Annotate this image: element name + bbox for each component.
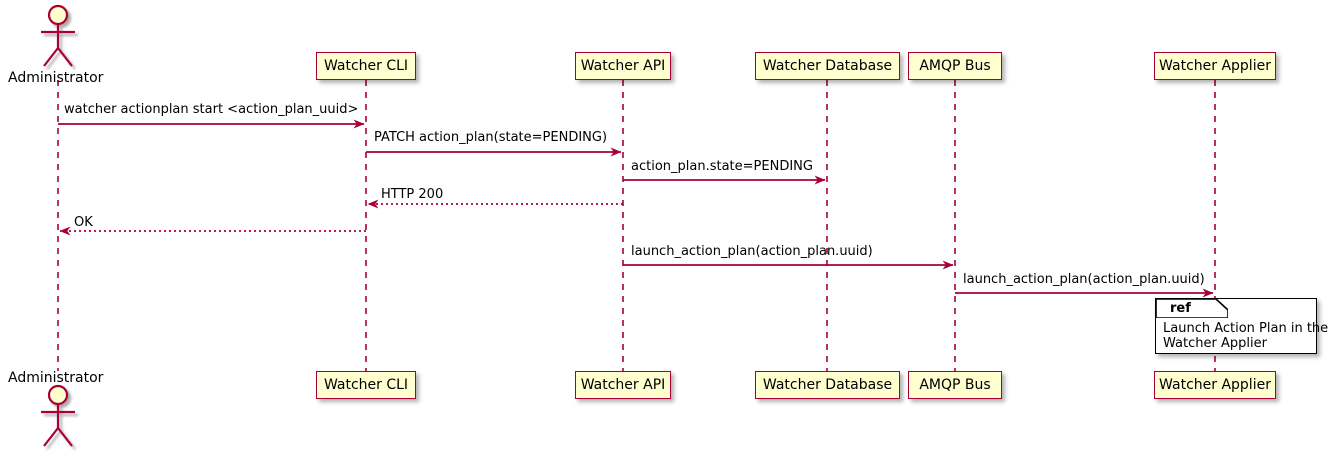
- actor-administrator-top-icon: [41, 4, 75, 67]
- message-label-launch-action-plan-api-to-bus: launch_action_plan(action_plan.uuid): [631, 244, 873, 259]
- participant-label: Watcher Applier: [1159, 58, 1271, 74]
- participant-box-watcher-applier-top[interactable]: Watcher Applier: [1154, 52, 1276, 80]
- participant-label: Watcher CLI: [323, 377, 409, 393]
- message-label-action-plan-state-pending: action_plan.state=PENDING: [631, 159, 813, 174]
- actor-label-administrator-top: Administrator: [8, 70, 104, 86]
- participant-label: Watcher Applier: [1159, 377, 1271, 393]
- participant-label: AMQP Bus: [919, 58, 991, 74]
- participant-box-watcher-cli-top[interactable]: Watcher CLI: [316, 52, 416, 80]
- ref-fragment[interactable]: ref Launch Action Plan in the Watcher Ap…: [1155, 298, 1328, 354]
- actor-label-administrator-bottom: Administrator: [8, 370, 104, 386]
- ref-tab-shape: [1156, 299, 1228, 318]
- ref-body-line-1: Launch Action Plan in the: [1163, 321, 1329, 336]
- message-label-ok: OK: [74, 215, 93, 230]
- ref-body-line-2: Watcher Applier: [1163, 336, 1267, 351]
- participant-box-watcher-api-bottom[interactable]: Watcher API: [575, 371, 671, 399]
- participant-label: AMQP Bus: [919, 377, 991, 393]
- participant-label: Watcher CLI: [323, 58, 409, 74]
- message-arrows: [58, 119, 1214, 298]
- participant-box-amqp-bus-bottom[interactable]: AMQP Bus: [908, 371, 1002, 399]
- participant-box-amqp-bus-top[interactable]: AMQP Bus: [908, 52, 1002, 80]
- participant-label: Watcher API: [580, 377, 666, 393]
- actor-administrator-bottom-icon: [41, 384, 75, 447]
- participant-label: Watcher API: [580, 58, 666, 74]
- message-label-launch-action-plan-bus-to-applier: launch_action_plan(action_plan.uuid): [963, 272, 1205, 287]
- message-label-patch-action-plan: PATCH action_plan(state=PENDING): [374, 130, 608, 145]
- message-label-http-200: HTTP 200: [381, 187, 444, 202]
- participant-box-watcher-applier-bottom[interactable]: Watcher Applier: [1154, 371, 1276, 399]
- ref-tab-label: ref: [1170, 301, 1191, 316]
- participant-box-watcher-cli-bottom[interactable]: Watcher CLI: [316, 371, 416, 399]
- lifelines: [57, 80, 1216, 371]
- participant-label: Watcher Database: [762, 377, 893, 393]
- participant-box-watcher-database-top[interactable]: Watcher Database: [755, 52, 900, 80]
- participant-label: Watcher Database: [762, 58, 893, 74]
- message-label-watcher-actionplan-start: watcher actionplan start <action_plan_uu…: [64, 102, 359, 117]
- participant-box-watcher-database-bottom[interactable]: Watcher Database: [755, 371, 900, 399]
- participant-box-watcher-api-top[interactable]: Watcher API: [575, 52, 671, 80]
